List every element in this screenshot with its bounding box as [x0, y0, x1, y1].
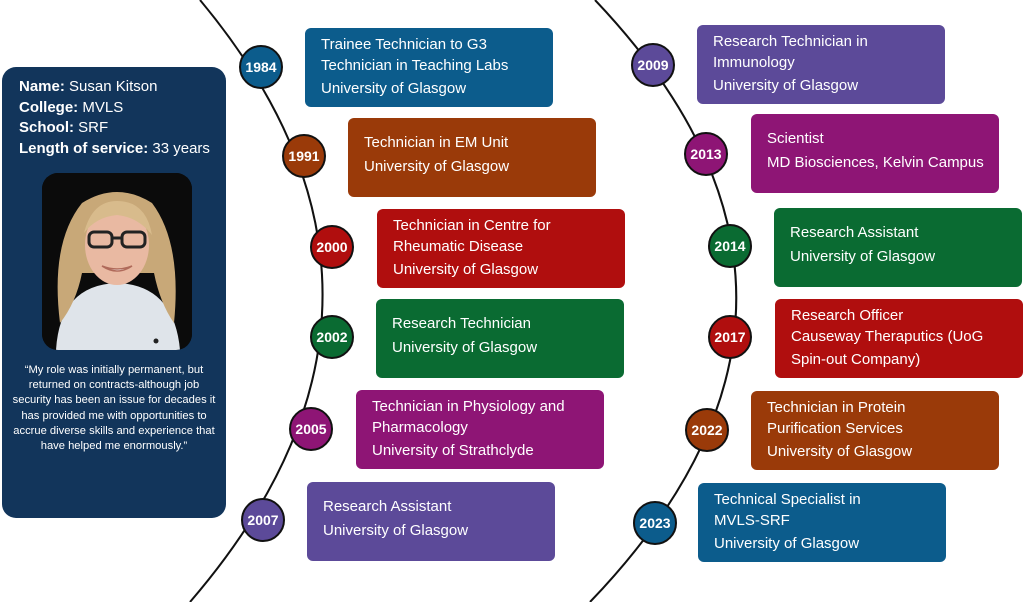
- role-line: University of Glasgow: [321, 80, 467, 97]
- role-line: University of Glasgow: [767, 443, 913, 460]
- name-row: Name: Susan Kitson: [19, 77, 210, 98]
- role-line: University of Glasgow: [364, 158, 510, 175]
- year-badge-2000: 2000: [310, 225, 354, 269]
- service-row: Length of service: 33 years: [19, 139, 210, 160]
- year-badge-1984: 1984: [239, 45, 283, 89]
- profile-card: Name: Susan Kitson College: MVLS School:…: [2, 67, 226, 518]
- role-line: Research Assistant: [323, 498, 452, 515]
- role-box-2023: Technical Specialist in MVLS-SRF Universit…: [698, 483, 946, 562]
- role-line: Research Technician: [392, 315, 531, 332]
- role-line: University of Glasgow: [713, 77, 859, 94]
- year-badge-2023: 2023: [633, 501, 677, 545]
- college-row: College: MVLS: [19, 98, 210, 119]
- service-value: 33 years: [152, 139, 210, 157]
- role-box-2013: Scientist MD Biosciences, Kelvin Campus: [751, 114, 999, 193]
- role-line: University of Glasgow: [790, 248, 936, 265]
- role-line: Causeway Theraputics (UoG: [791, 328, 984, 345]
- profile-facts: Name: Susan Kitson College: MVLS School:…: [19, 77, 210, 159]
- role-line: Technician in Physiology and: [372, 398, 565, 415]
- college-label: College:: [19, 98, 79, 116]
- role-line: Scientist: [767, 130, 824, 147]
- role-line: Technician in EM Unit: [364, 134, 509, 151]
- role-box-1984: Trainee Technician to G3 Technician in Te…: [305, 28, 553, 107]
- role-line: University of Glasgow: [323, 522, 469, 539]
- profile-photo: [42, 173, 192, 350]
- year-badge-2013: 2013: [684, 132, 728, 176]
- role-line: Technical Specialist in: [714, 491, 861, 508]
- role-line: Purification Services: [767, 420, 903, 437]
- role-line: University of Glasgow: [714, 535, 860, 552]
- year-badge-2017: 2017: [708, 315, 752, 359]
- year-badge-2005: 2005: [289, 407, 333, 451]
- role-line: Research Assistant: [790, 224, 919, 241]
- role-line: Research Technician in: [713, 33, 868, 50]
- role-line: Technician in Centre for: [393, 217, 551, 234]
- college-value: MVLS: [82, 98, 124, 116]
- role-line: Rheumatic Disease: [393, 238, 524, 255]
- role-line: Pharmacology: [372, 419, 468, 436]
- service-label: Length of service:: [19, 139, 149, 157]
- school-label: School:: [19, 119, 74, 136]
- school-row: School: SRF: [19, 118, 210, 139]
- role-line: Technician in Teaching Labs: [321, 57, 509, 74]
- role-line: Immunology: [713, 54, 795, 71]
- year-badge-2009: 2009: [631, 43, 675, 87]
- role-line: University of Strathclyde: [372, 442, 534, 459]
- name-label: Name:: [19, 78, 65, 95]
- role-line: University of Glasgow: [393, 261, 539, 278]
- role-line: MVLS-SRF: [714, 512, 790, 529]
- profile-quote: “My role was initially permanent, but re…: [12, 364, 216, 453]
- year-badge-2007: 2007: [241, 498, 285, 542]
- role-line: Research Officer: [791, 307, 904, 324]
- role-line: MD Biosciences, Kelvin Campus: [767, 154, 984, 171]
- year-badge-2014: 2014: [708, 224, 752, 268]
- role-line: University of Glasgow: [392, 339, 538, 356]
- role-line: Spin-out Company): [791, 351, 921, 368]
- role-line: Technician in Protein: [767, 399, 906, 416]
- year-badge-2002: 2002: [310, 315, 354, 359]
- school-value: SRF: [78, 119, 109, 136]
- portrait-illustration: [42, 173, 192, 350]
- name-value: Susan Kitson: [69, 78, 158, 95]
- year-badge-1991: 1991: [282, 134, 326, 178]
- role-line: Trainee Technician to G3: [321, 36, 487, 53]
- year-badge-2022: 2022: [685, 408, 729, 452]
